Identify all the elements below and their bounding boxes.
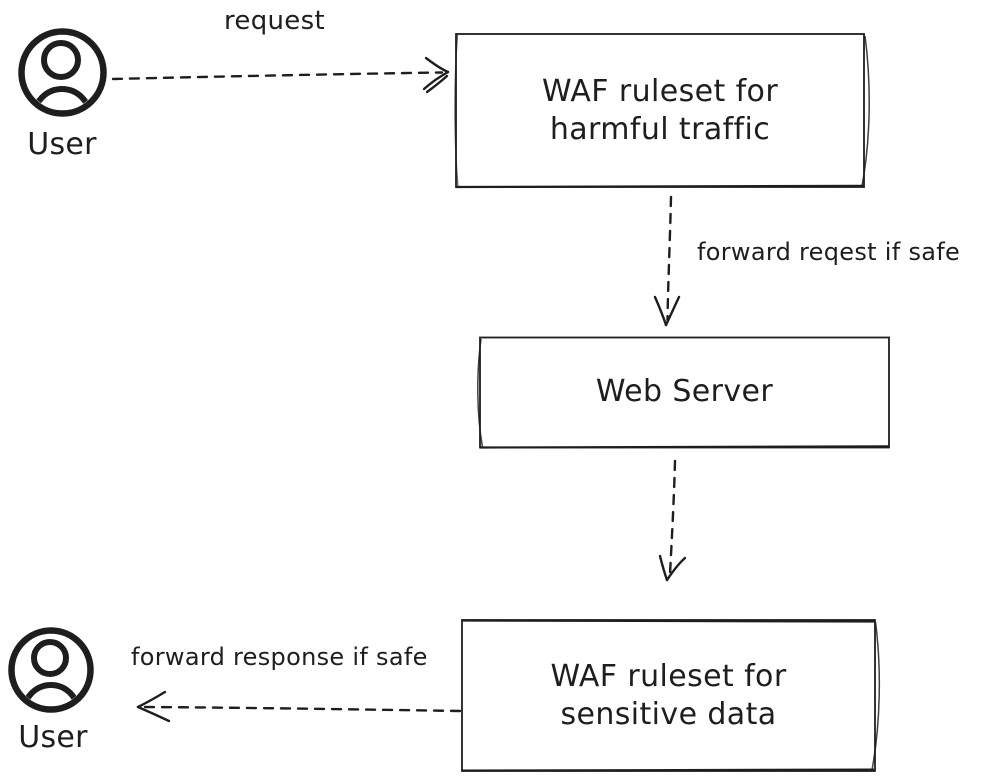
arrow-forward-response [136, 690, 462, 723]
arrow-forward-request [653, 195, 681, 327]
edge-label-request: request [224, 6, 325, 36]
node-label-line: sensitive data [560, 696, 777, 732]
arrow-request [111, 56, 450, 94]
node-label-line: Web Server [595, 374, 774, 409]
node-label-waf-harmful: WAF ruleset for harmful traffic [456, 34, 864, 187]
actor-label-user-bottom: User [18, 720, 88, 755]
edge-label-forward-request: forward reqest if safe [697, 238, 961, 266]
user-icon [8, 627, 94, 713]
node-box-waf-harmful [454, 33, 870, 189]
edge-label-forward-response: forward response if safe [131, 643, 428, 671]
user-icon [18, 28, 107, 117]
node-label-line: WAF ruleset for [541, 73, 779, 109]
node-label-web-server: Web Server [480, 337, 889, 447]
node-box-waf-sensitive [461, 619, 881, 772]
actor-label-user-top: User [27, 127, 97, 162]
node-box-web-server [477, 336, 890, 449]
node-label-waf-sensitive: WAF ruleset for sensitive data [462, 620, 875, 771]
arrow-server-to-waf [658, 459, 687, 582]
node-label-line: harmful traffic [549, 111, 771, 147]
node-label-line: WAF ruleset for [550, 658, 787, 694]
